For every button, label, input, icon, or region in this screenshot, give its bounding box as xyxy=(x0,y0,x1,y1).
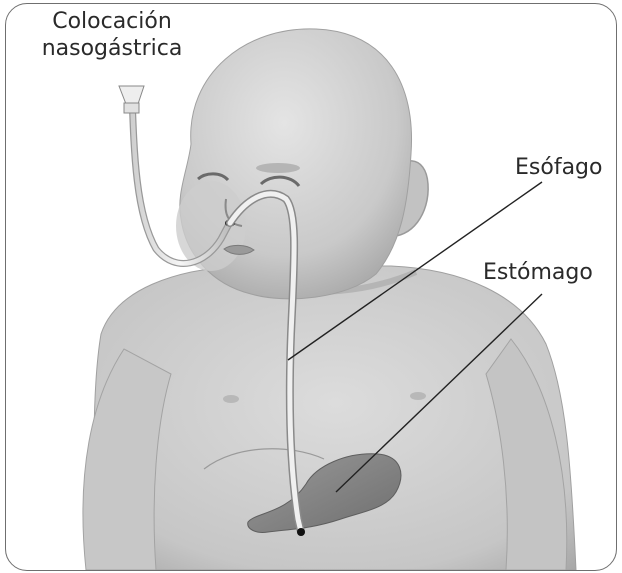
infant-illustration xyxy=(6,4,616,570)
infant-cheek xyxy=(176,181,246,271)
label-nasogastric-placement: Colocación nasogástrica xyxy=(24,8,200,62)
label-nasogastric-line1: Colocación xyxy=(24,8,200,35)
label-stomach: Estómago xyxy=(483,259,593,286)
eyebrow-right xyxy=(256,163,300,173)
tube-connector xyxy=(119,86,144,104)
nipple-right xyxy=(410,392,426,400)
tube-tip-icon xyxy=(297,528,305,536)
label-nasogastric-line2: nasogástrica xyxy=(24,35,200,62)
nipple-left xyxy=(223,395,239,403)
figure-frame: Colocación nasogástrica Esófago Estómago xyxy=(5,3,617,571)
label-esophagus: Esófago xyxy=(515,154,602,181)
